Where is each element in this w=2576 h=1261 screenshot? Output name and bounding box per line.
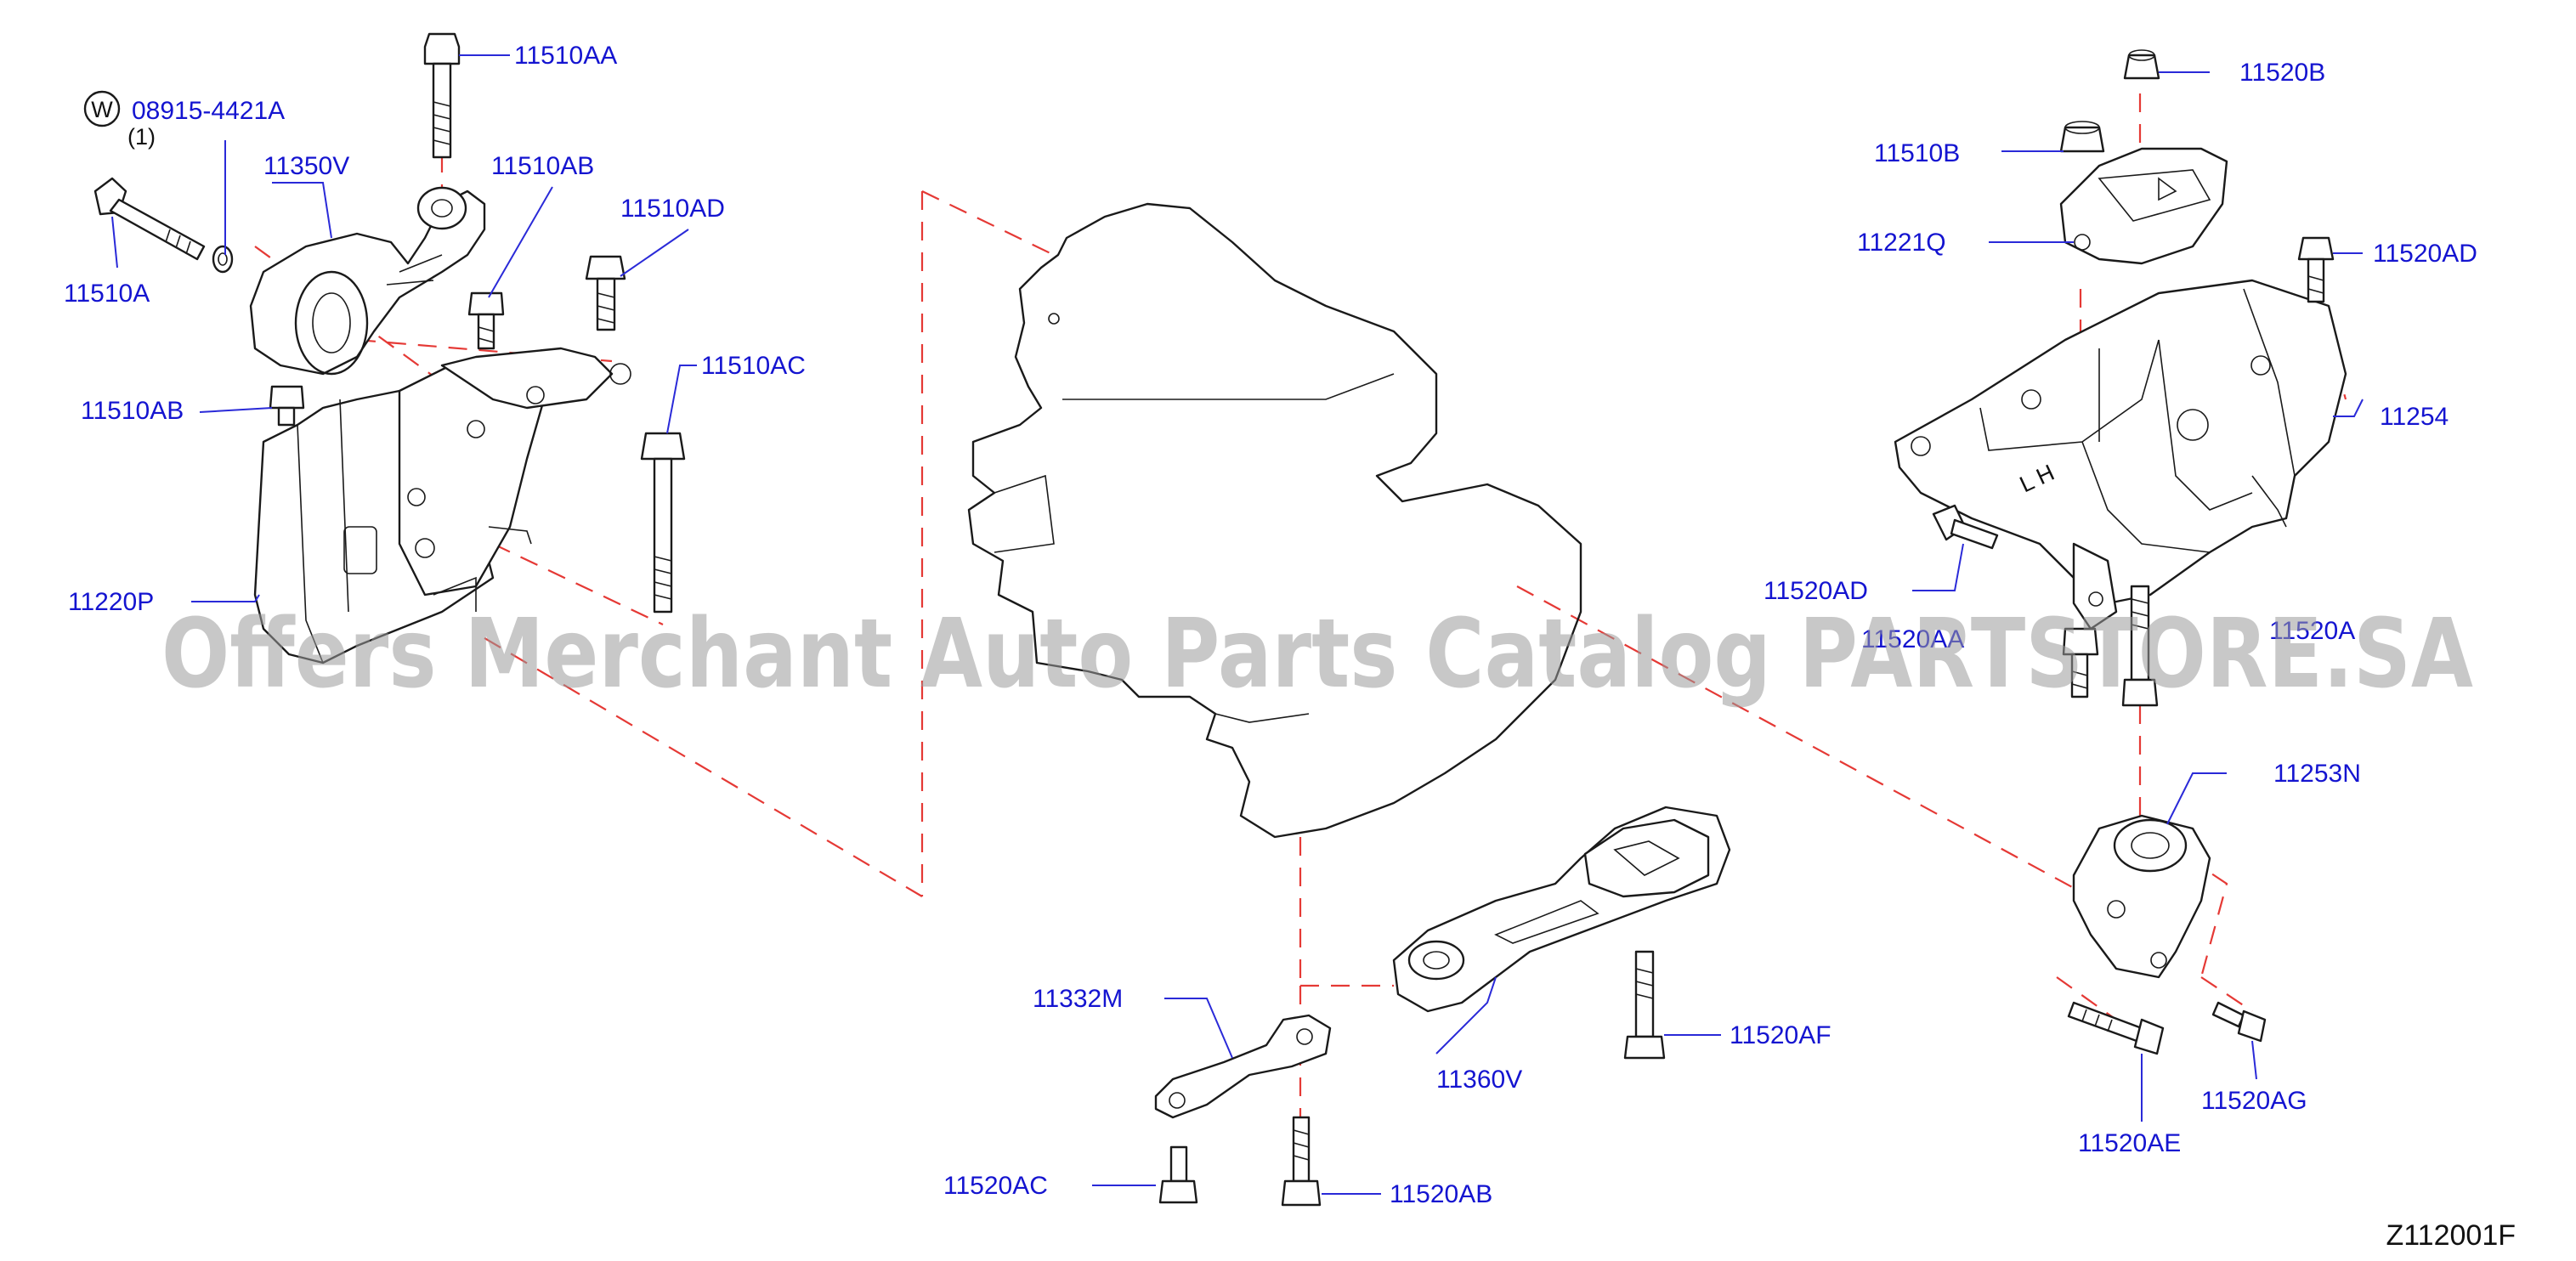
label-11360V[interactable]: 11360V [1436,1066,1522,1094]
label-11254[interactable]: 11254 [2380,403,2449,431]
bolt-11520AE [2067,1001,2165,1055]
bolt-11520AA [2062,627,2099,698]
bracket-11332M [1154,1014,1332,1119]
nut-11520B [2123,49,2160,80]
bolt-11510AB-left [269,385,305,427]
figure-code: Z112001F [2386,1219,2516,1252]
label-11332M[interactable]: 11332M [1033,985,1123,1013]
watermark: Offers Merchant Auto Parts Catalog PARTS… [161,599,2473,710]
bolt-11520AF [1623,950,1666,1060]
bolt-11510AB-top [467,291,505,350]
label-08915-4421A[interactable]: 08915-4421A [132,97,285,125]
bracket-11254: L H [1894,279,2347,630]
label-11520AD-mid[interactable]: 11520AD [1764,577,1868,605]
label-11221Q[interactable]: 11221Q [1857,229,1946,257]
mount-11350V [249,186,486,376]
label-11510A[interactable]: 11510A [64,280,150,308]
bolt-11520AD-right [2297,236,2335,303]
bolt-11510AD-top [585,255,626,331]
label-11520AB-bottom[interactable]: 11520AB [1390,1180,1492,1208]
mount-11221Q [2059,147,2228,265]
label-11253N[interactable]: 11253N [2273,760,2361,788]
bolt-11520AD-mid [1932,504,1999,550]
label-11510AC[interactable]: 11510AC [701,352,806,380]
label-11520AF[interactable]: 11520AF [1730,1021,1832,1049]
label-11520AG[interactable]: 11520AG [2201,1087,2307,1115]
washer-symbol: W [91,97,113,122]
bolt-11510AC [640,432,686,614]
mount-11360V [1392,806,1731,1013]
label-11520B[interactable]: 11520B [2239,59,2325,87]
label-11520A[interactable]: 11520A [2269,617,2355,645]
engine-outline [967,202,1582,839]
label-11510AB-top[interactable]: 11510AB [491,152,594,180]
label-11510AD-top[interactable]: 11510AD [620,195,725,223]
bolt-11520AB-bottom [1281,1116,1322,1207]
bracket-11220P [253,347,631,664]
label-11520AE[interactable]: 11520AE [2078,1129,2181,1157]
washer-quantity: (1) [127,124,156,150]
label-11510AA[interactable]: 11510AA [514,42,617,70]
part-labels: 11510AA 08915-4421A 11350V 11510AB 11510… [64,42,2477,1208]
bolt-11520AG [2211,1001,2267,1043]
mount-11253N [2072,814,2211,979]
bolt-11520A [2121,585,2159,707]
label-11520AD-right[interactable]: 11520AD [2373,240,2477,268]
label-11510B[interactable]: 11510B [1874,139,1960,167]
label-11520AA[interactable]: 11520AA [1861,625,1964,653]
bolt-11520AC [1158,1145,1198,1204]
nut-11510B [2059,121,2105,153]
bolt-11510AA [423,32,461,159]
washer-symbol-circle [83,90,121,127]
leader-lines [111,54,2364,1195]
label-11220P[interactable]: 11220P [68,588,154,616]
bolt-11510A [93,177,206,261]
label-11350V[interactable]: 11350V [263,152,349,180]
washer-08915 [212,245,234,274]
label-11520AC[interactable]: 11520AC [943,1172,1048,1200]
label-11510AB-left[interactable]: 11510AB [81,397,184,425]
